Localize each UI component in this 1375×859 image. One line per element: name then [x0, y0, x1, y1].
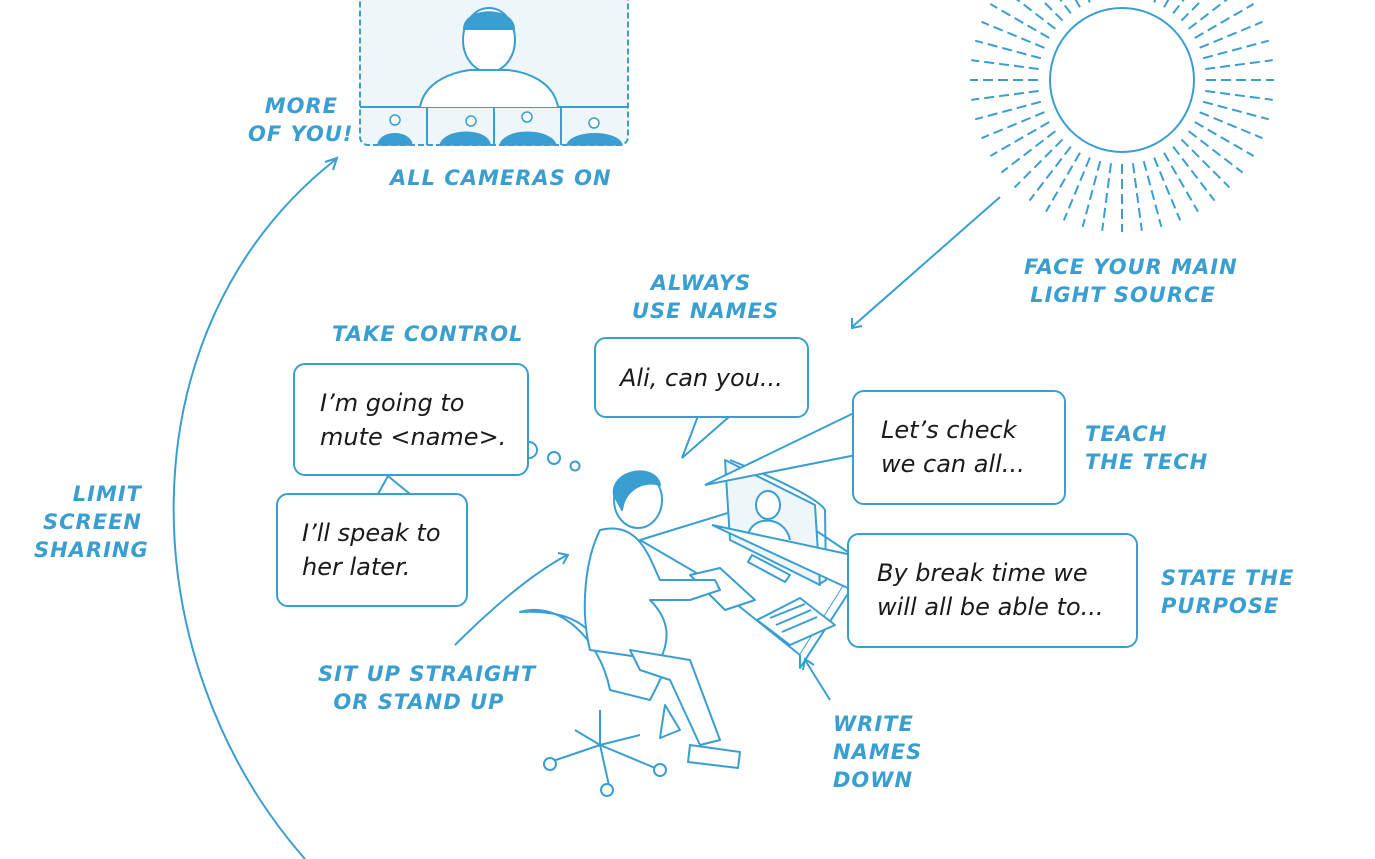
sun-ray	[1205, 89, 1273, 101]
label-face-light-source: FACE YOUR MAIN LIGHT SOURCE	[1024, 255, 1238, 307]
sun-ray	[1172, 146, 1216, 202]
write-names-arrow	[804, 659, 831, 701]
label-sit-up-straight: SIT UP STRAIGHT OR STAND UP	[318, 662, 537, 714]
label-all-cameras-on: ALL CAMERAS ON	[390, 166, 612, 190]
sun-ray	[1142, 160, 1163, 228]
sun-ray	[1153, 157, 1182, 221]
video-call-screen-icon	[359, 0, 629, 146]
speak-later-bubble-tail	[377, 474, 411, 495]
sun-ray	[1045, 152, 1081, 213]
person-at-desk-illustration	[519, 459, 861, 797]
sun-ray	[1163, 0, 1170, 8]
check-bubble-tail	[704, 411, 857, 486]
sun-ray	[974, 39, 1042, 60]
break-bubble-tail	[711, 524, 853, 591]
sun-ray	[1000, 130, 1056, 174]
sun-ray	[1081, 160, 1102, 228]
sun-ray	[971, 89, 1039, 101]
sun-ray	[1194, 3, 1255, 39]
limit-screen-sharing-arc	[172, 159, 336, 859]
sun-ray	[1013, 138, 1064, 189]
label-always-use-names: ALWAYS USE NAMES	[632, 271, 780, 323]
sun-ray	[1074, 0, 1081, 8]
label-state-the-purpose: STATE THE PURPOSE	[1161, 566, 1295, 618]
sun-ray	[1131, 163, 1143, 231]
label-teach-the-tech: TEACH THE TECH	[1085, 422, 1209, 474]
label-write-names-down: WRITE NAMES DOWN	[833, 712, 923, 792]
sun-ray	[1188, 130, 1244, 174]
thought-dot	[547, 451, 561, 465]
sun-ray	[1205, 59, 1273, 71]
sun-ray	[1059, 0, 1072, 14]
ali-bubble-tail	[681, 415, 731, 459]
sun-ray	[1188, 0, 1228, 30]
speak-later-bubble-text: I’ll speak to her later.	[302, 519, 441, 581]
mute-thought-bubble	[293, 363, 529, 476]
sun-ray	[974, 100, 1042, 121]
sun-ray	[1180, 0, 1204, 22]
sun-ray	[981, 111, 1045, 140]
sun-ray	[1199, 20, 1263, 49]
speak-later-bubble	[276, 493, 468, 607]
mute-bubble-text: I’m going to mute <name>.	[320, 389, 507, 451]
sun-icon	[970, 0, 1274, 232]
ali-bubble-text: Ali, can you...	[620, 364, 783, 392]
sun-ray	[1202, 100, 1270, 121]
arc-arrowhead	[324, 156, 339, 171]
sit-up-arrow	[454, 554, 568, 646]
check-speech-bubble	[852, 390, 1066, 505]
ali-speech-bubble	[594, 337, 809, 418]
sun-ray	[989, 3, 1050, 39]
sun-ray	[1199, 111, 1263, 140]
sun-ray	[1202, 39, 1270, 60]
label-limit-screen-sharing: LIMIT SCREEN SHARING	[34, 482, 149, 562]
sun-ray	[1040, 0, 1064, 22]
break-time-bubble-text: By break time we will all be able to...	[877, 559, 1104, 621]
break-time-speech-bubble	[847, 533, 1138, 648]
sun-ray	[1180, 138, 1231, 189]
sun-ray	[1172, 0, 1185, 14]
thought-dot	[569, 460, 581, 472]
check-bubble-text: Let’s check we can all...	[881, 416, 1025, 478]
sun-ray	[981, 20, 1045, 49]
light-arrow	[851, 196, 1001, 328]
sun-ray	[1016, 0, 1056, 30]
sun-ray	[1163, 152, 1199, 213]
sun-ray	[1062, 157, 1091, 221]
sun-ray	[971, 59, 1039, 71]
sun-ray	[1101, 163, 1113, 231]
label-take-control: TAKE CONTROL	[332, 322, 524, 346]
sun-ray	[1028, 146, 1072, 202]
sun-ray	[989, 121, 1050, 157]
label-more-of-you: MORE OF YOU!	[248, 94, 354, 146]
sun-ray	[1194, 121, 1255, 157]
